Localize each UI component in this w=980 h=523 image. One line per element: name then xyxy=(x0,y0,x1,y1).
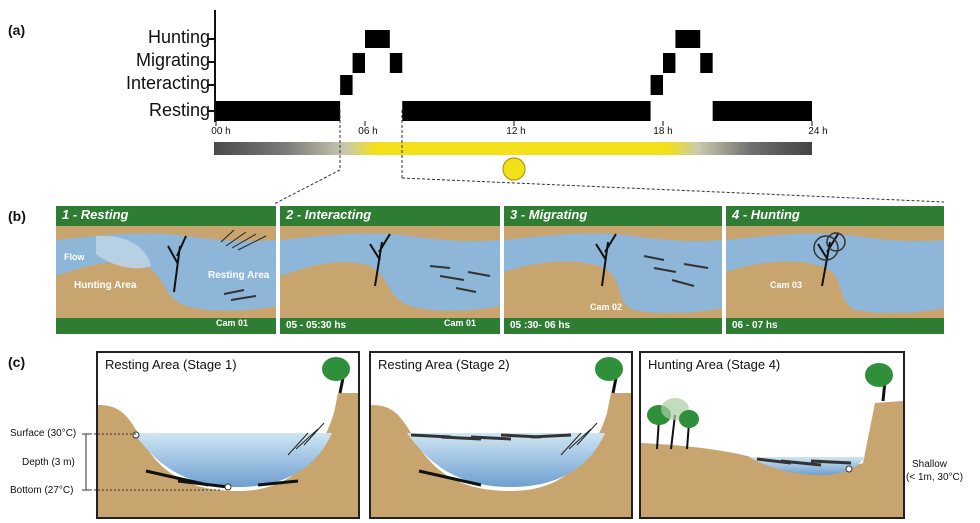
time-tick-18: 18 h xyxy=(653,126,673,137)
schedule-bar-interacting xyxy=(340,75,353,95)
stage-3-scene xyxy=(504,206,722,334)
sun-icon xyxy=(502,157,526,181)
panel-c-label: (c) xyxy=(8,354,26,370)
cross-section-3-scene xyxy=(641,363,903,517)
shallow-label: Shallow xyxy=(912,459,948,470)
stage-panel-3: 3 - Migrating 05 :30- 06 hs Cam 02 xyxy=(504,206,722,334)
surface-label: Surface (30°C) xyxy=(10,428,77,439)
schedule-bar-resting xyxy=(402,101,651,121)
schedule-bar-resting xyxy=(712,101,812,121)
y-tick xyxy=(207,110,215,112)
daylight-bar xyxy=(214,142,812,155)
schedule-bar-resting xyxy=(216,101,341,121)
stage-1-title: 1 - Resting xyxy=(62,207,129,222)
stage-2-time: 05 - 05:30 hs xyxy=(286,320,347,331)
behavior-schedule-chart xyxy=(215,30,813,126)
schedule-bar-hunting xyxy=(365,30,390,48)
camera-label: Cam 01 xyxy=(216,318,249,328)
camera-label: Cam 02 xyxy=(590,302,623,312)
y-tick xyxy=(207,38,215,40)
stage-panel-2: 2 - Interacting 05 - 05:30 hs Cam 01 xyxy=(280,206,500,334)
cross-section-2: Resting Area (Stage 2) xyxy=(369,351,633,519)
section-1-title: Resting Area (Stage 1) xyxy=(105,357,237,372)
schedule-bar-migrating xyxy=(389,53,403,73)
schedule-bar-interacting xyxy=(650,75,663,95)
y-label-interacting: Interacting xyxy=(125,73,210,93)
y-label-resting: Resting xyxy=(148,100,210,120)
panel-a-label: (a) xyxy=(8,22,26,38)
stage-panel-4: 4 - Hunting 06 - 07 hs Cam 03 xyxy=(726,206,944,334)
flow-label: Flow xyxy=(64,252,85,262)
stage-4-scene xyxy=(726,206,944,334)
schedule-bar-migrating xyxy=(352,53,365,73)
time-tick-00: 00 h xyxy=(211,126,231,137)
camera-label: Cam 01 xyxy=(444,318,477,328)
y-tick xyxy=(207,84,215,86)
y-axis xyxy=(214,10,216,122)
hunting-area-label: Hunting Area xyxy=(74,280,137,291)
cross-section-1-scene xyxy=(98,357,358,517)
time-tick-06: 06 h xyxy=(358,126,378,137)
stage-2-scene xyxy=(280,206,500,334)
stage-4-title: 4 - Hunting xyxy=(732,207,800,222)
y-label-hunting: Hunting xyxy=(147,27,210,47)
cross-section-2-scene xyxy=(371,357,631,517)
depth-label: Depth (3 m) xyxy=(22,457,75,468)
section-3-title: Hunting Area (Stage 4) xyxy=(648,357,781,372)
depth-bracket xyxy=(82,433,220,491)
section-2-title: Resting Area (Stage 2) xyxy=(378,357,510,372)
schedule-bar-hunting xyxy=(675,30,701,48)
stage-4-time: 06 - 07 hs xyxy=(732,320,778,331)
schedule-bar-migrating xyxy=(700,53,713,73)
stage-panel-1: 1 - Resting Flow Hunting Area Resting Ar… xyxy=(56,206,276,334)
cross-section-1: Resting Area (Stage 1) xyxy=(96,351,360,519)
cross-section-3: Hunting Area (Stage 4) xyxy=(639,351,905,519)
y-tick xyxy=(207,61,215,63)
time-tick-12: 12 h xyxy=(506,126,526,137)
panel-b-label: (b) xyxy=(8,208,26,224)
shallow-sub-label: (< 1m, 30°C) xyxy=(906,472,964,483)
stage-2-title: 2 - Interacting xyxy=(286,207,372,222)
schedule-bar-migrating xyxy=(663,53,676,73)
time-tick-24: 24 h xyxy=(808,126,828,137)
resting-area-label: Resting Area xyxy=(208,270,270,281)
stage-1-scene xyxy=(56,206,276,334)
stage-3-title: 3 - Migrating xyxy=(510,207,588,222)
zoom-guide-lines xyxy=(273,110,945,205)
y-label-migrating: Migrating xyxy=(135,50,210,70)
stage-3-time: 05 :30- 06 hs xyxy=(510,320,571,331)
bottom-label: Bottom (27°C) xyxy=(10,485,74,496)
camera-label: Cam 03 xyxy=(770,280,803,290)
